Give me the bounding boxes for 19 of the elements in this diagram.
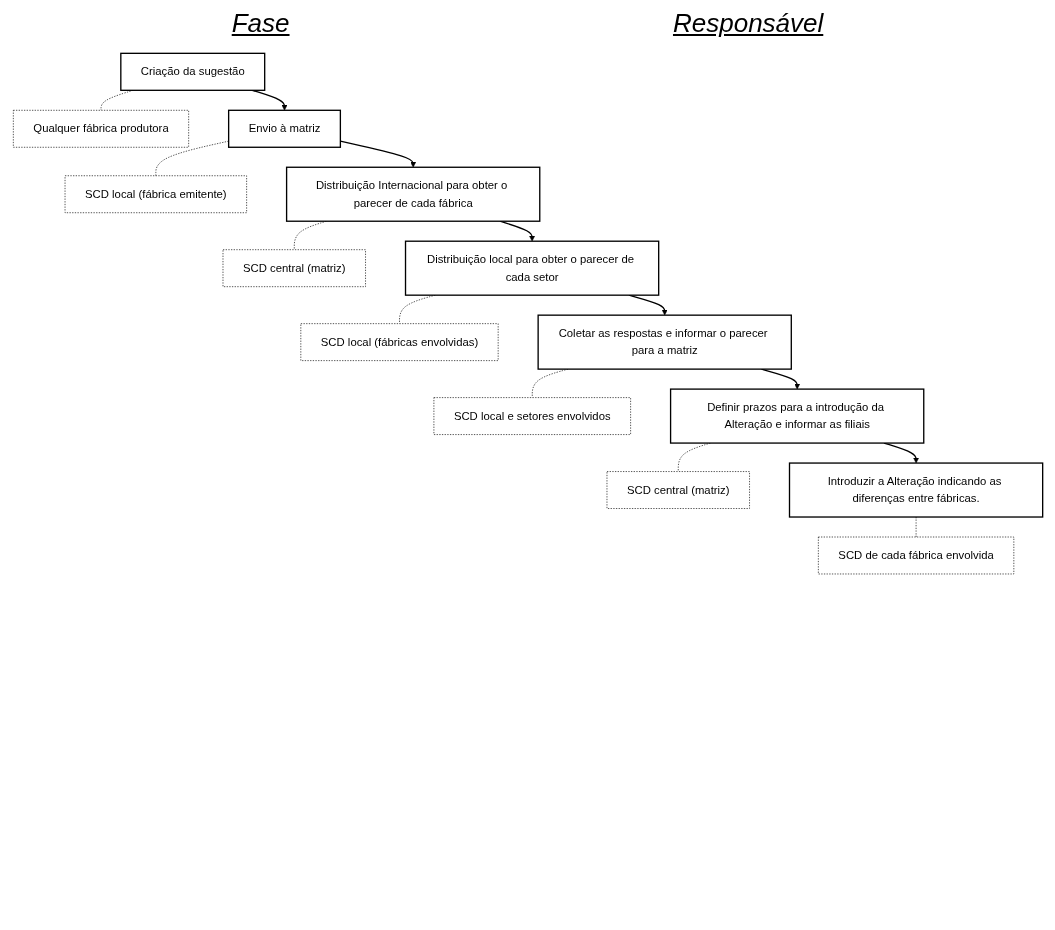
connector: [915, 516, 916, 538]
node-box: [222, 249, 366, 287]
column-heading: Fase: [231, 8, 290, 40]
node-box: [64, 175, 247, 214]
node-box: [536, 314, 792, 370]
node-box: [404, 240, 659, 296]
node-box: [227, 109, 341, 148]
node-box: [669, 388, 924, 444]
node-box: [285, 166, 540, 222]
node-box: [606, 471, 750, 509]
arrow: [339, 140, 416, 168]
flowchart: Criação da sugestão Qualquer fábrica produtora Envio à matriz SCD local (fábrica emitente) Distribuição Internacional para obter o parecer de cada fábrica SCD central (matriz) Distribuição local para obter o parecer de cada setor SCD local (fábricas envolvidas) Coletar as respostas e informar o parecer para a matriz SCD local e setores envolvidos Definir prazos para a introdução da Alteração e informar as filiais SCD central (matriz) Introduzir a Alteração indicando as diferenças entre fábricas. SCD de cada fábrica envolvida: [7, 48, 1048, 580]
node-box: [788, 462, 1043, 518]
node-box: [817, 536, 1014, 575]
node-box: [119, 52, 265, 91]
node-box: [433, 397, 631, 435]
column-heading: Responsável: [672, 8, 824, 40]
node-box: [300, 323, 498, 361]
node-box: [12, 109, 189, 148]
